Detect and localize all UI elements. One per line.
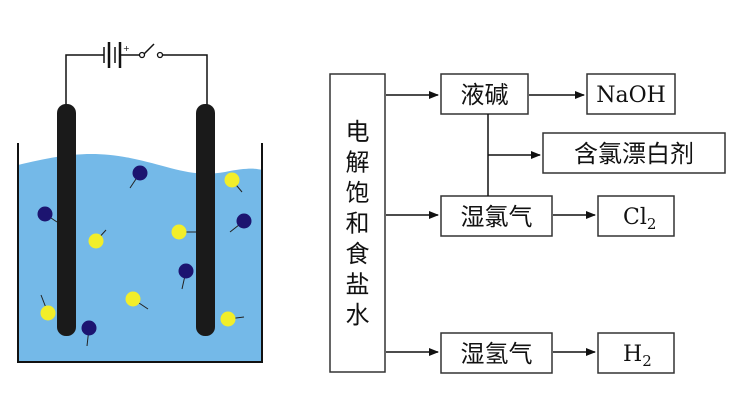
source-box [329,73,386,373]
beaker [17,143,263,363]
cl2-base: Cl [623,205,647,230]
bleach-label: 含氯漂白剂 [574,140,694,168]
source-label-char: 电 [346,118,370,146]
h2-box [597,332,675,374]
anion-particle [236,213,252,229]
anion-particle [37,206,53,222]
source-label-char: 饱 [346,179,370,207]
cation-particle [40,305,56,321]
cl2-label: Cl2 [623,205,656,233]
liquid-base-label: 液碱 [461,81,509,109]
left-electrode [57,104,76,336]
cl2-subscript: 2 [647,215,657,233]
cation-particle [220,311,236,327]
wet-chlorine-label: 湿氯气 [461,203,533,231]
right-electrode [196,104,215,336]
naoh-box [586,73,676,115]
circuit-wire [65,54,208,108]
salt-solution [18,154,262,362]
svg-text:+: + [123,44,130,53]
source-label-char: 水 [346,301,370,329]
anion-particle [81,320,97,336]
cation-particle [224,172,240,188]
switch-icon [138,43,164,59]
source-label-char: 和 [346,210,370,238]
cl2-box [597,195,675,237]
wet-hydrogen-label: 湿氢气 [461,340,533,368]
anion-particle [178,263,194,279]
cation-particle [125,291,141,307]
source-label-char: 盐 [346,271,370,299]
liquid-base-box [440,73,529,115]
h2-subscript: 2 [642,352,652,370]
source-label-char: 食 [346,240,370,268]
bleach-box [542,132,726,174]
source-label-char: 解 [346,149,370,177]
electrolysis-cell: + [17,42,263,363]
ions [37,165,252,347]
battery-icon: + [101,42,130,68]
cation-particle [171,224,187,240]
h2-base: H [623,342,642,367]
wet-hydrogen-box [440,332,553,374]
naoh-label: NaOH [596,83,666,108]
anion-particle [132,165,148,181]
cation-particle [88,233,104,249]
h2-label: H2 [623,342,652,370]
wet-chlorine-box [440,195,553,237]
